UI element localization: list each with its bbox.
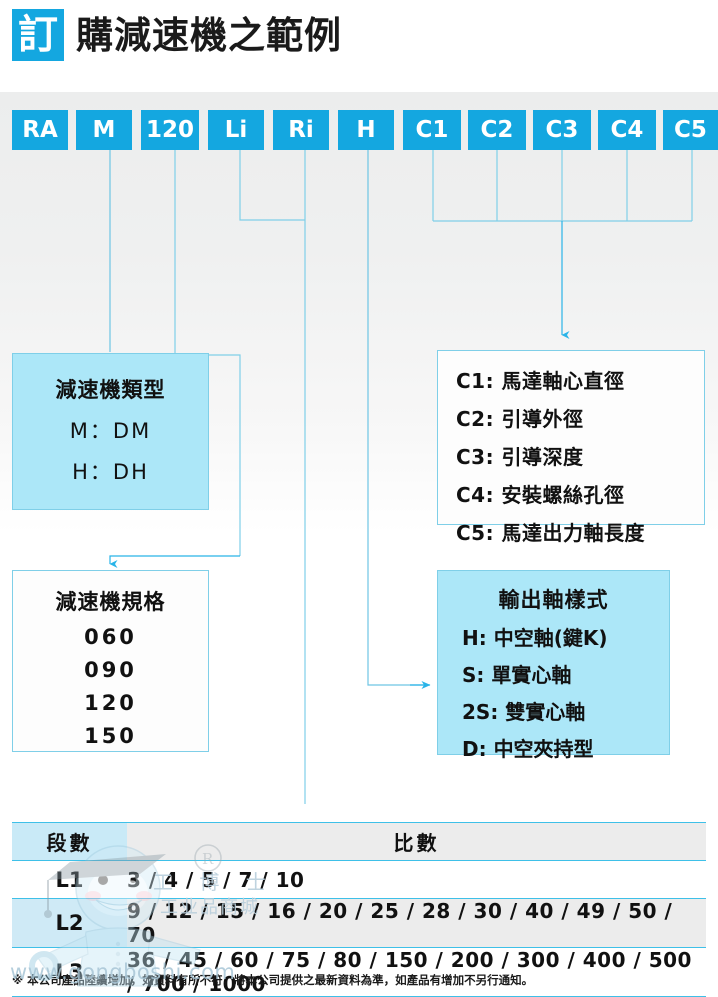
reducer-size-title: 減速機規格 <box>55 590 166 614</box>
model-code-diagram: RA M 120 Li Ri H C1 C2 C3 C4 C5 減速機類型 M：… <box>0 92 718 804</box>
watermark-brand: 工 博 士 <box>153 870 276 894</box>
header-ratio: 比數 <box>127 822 706 861</box>
watermark-url: www.gongboshi.com <box>10 960 236 984</box>
stage-l1: L1 <box>12 860 127 899</box>
reducer-type-option-m: M：DM <box>69 419 152 443</box>
code-chip-c2[interactable]: C2 <box>468 110 526 150</box>
reducer-size-option-060: 060 <box>84 625 137 649</box>
reducer-type-box: 減速機類型 M：DM H：DH <box>12 353 209 510</box>
page-title: 購減速機之範例 <box>76 13 342 57</box>
code-chip-120[interactable]: 120 <box>141 110 199 150</box>
motor-param-c2: C2: 引導外徑 <box>456 407 584 431</box>
code-chip-c1[interactable]: C1 <box>403 110 461 150</box>
reducer-size-box: 減速機規格 060 090 120 150 <box>12 570 209 752</box>
reducer-size-option-090: 090 <box>84 658 137 682</box>
code-chip-li[interactable]: Li <box>208 110 264 150</box>
ratios-l2: 9 / 12 / 15 / 16 / 20 / 25 / 28 / 30 / 4… <box>127 898 706 948</box>
watermark-tagline: 工业品商城 <box>160 897 260 918</box>
code-chip-c4[interactable]: C4 <box>598 110 656 150</box>
table-header-row: 段數 比數 <box>12 822 706 861</box>
title-badge: 訂 <box>12 9 64 61</box>
table-row: L2 9 / 12 / 15 / 16 / 20 / 25 / 28 / 30 … <box>12 898 706 948</box>
reducer-size-option-120: 120 <box>84 691 137 715</box>
ratio-table: 段數 比數 L1 3 / 4 / 5 / 7 / 10 L2 9 / 12 / … <box>12 822 706 997</box>
code-chip-c5[interactable]: C5 <box>663 110 718 150</box>
output-shaft-option-2s: 2S: 雙實心軸 <box>462 700 586 724</box>
code-chip-c3[interactable]: C3 <box>533 110 591 150</box>
header-stage: 段數 <box>12 822 127 861</box>
motor-param-c5: C5: 馬達出力軸長度 <box>456 521 646 545</box>
table-row: L3 36 / 45 / 60 / 75 / 80 / 150 / 200 / … <box>12 947 706 997</box>
stage-l3: L3 <box>12 947 127 997</box>
reducer-size-option-150: 150 <box>84 724 137 748</box>
output-shaft-option-s: S: 單實心軸 <box>462 663 572 687</box>
motor-params-box: C1: 馬達軸心直徑 C2: 引導外徑 C3: 引導深度 C4: 安裝螺絲孔徑 … <box>437 350 705 545</box>
output-shaft-box: 輸出軸樣式 H: 中空軸(鍵K) S: 單實心軸 2S: 雙實心軸 D: 中空夾… <box>437 570 670 761</box>
connector-lines <box>109 150 693 804</box>
code-chip-ri[interactable]: Ri <box>273 110 329 150</box>
output-shaft-option-d: D: 中空夾持型 <box>462 737 594 761</box>
output-shaft-option-h: H: 中空軸(鍵K) <box>462 626 608 650</box>
code-chip-h[interactable]: H <box>338 110 394 150</box>
code-chip-m[interactable]: M <box>76 110 132 150</box>
table-row: L1 3 / 4 / 5 / 7 / 10 <box>12 860 706 899</box>
page-header: 訂 購減速機之範例 <box>0 0 718 92</box>
motor-param-c1: C1: 馬達軸心直徑 <box>456 369 625 393</box>
motor-param-c3: C3: 引導深度 <box>456 445 584 469</box>
ratios-l1: 3 / 4 / 5 / 7 / 10 <box>127 860 706 899</box>
code-chip-ra[interactable]: RA <box>12 110 68 150</box>
reducer-type-option-h: H：DH <box>72 460 149 484</box>
output-shaft-title: 輸出軸樣式 <box>498 588 609 612</box>
ratios-l3: 36 / 45 / 60 / 75 / 80 / 150 / 200 / 300… <box>127 947 706 997</box>
footnote: ※ 本公司產品陸續增加，如資料有所不符，將本公司提供之最新資料為準，如產品有增加… <box>12 973 534 987</box>
motor-param-c4: C4: 安裝螺絲孔徑 <box>456 483 625 507</box>
stage-l2: L2 <box>12 898 127 948</box>
reducer-type-title: 減速機類型 <box>55 378 166 402</box>
